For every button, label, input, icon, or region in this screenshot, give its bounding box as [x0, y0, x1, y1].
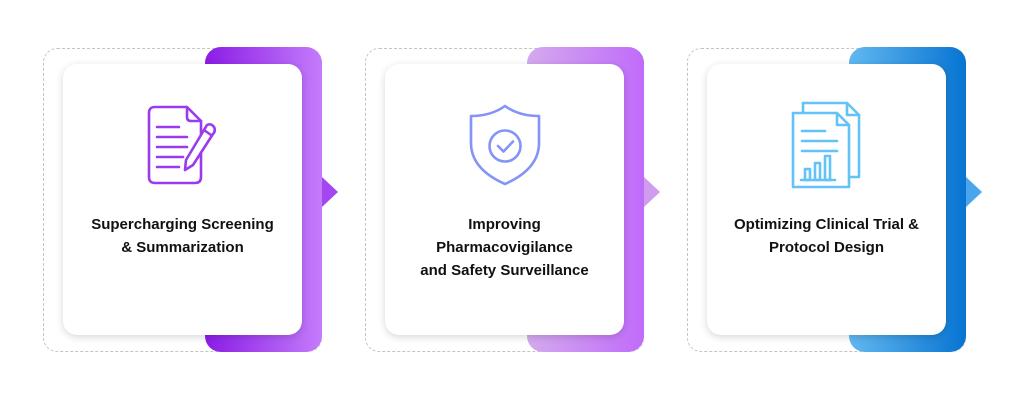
title-line: Supercharging Screening	[91, 216, 274, 233]
title-line: Improving	[468, 216, 541, 233]
arrow-right-icon	[322, 177, 338, 207]
content-card: Optimizing Clinical Trial & Protocol Des…	[707, 64, 946, 335]
content-card: Improving Pharmacovigilance and Safety S…	[385, 64, 624, 335]
step-card-screening: Supercharging Screening & Summarization	[43, 47, 343, 357]
title-line: and Safety Surveillance	[420, 262, 589, 279]
shield-check-icon	[465, 104, 545, 186]
arrow-right-icon	[644, 177, 660, 207]
step-card-pharmacovigilance: Improving Pharmacovigilance and Safety S…	[365, 47, 665, 357]
document-pencil-icon	[143, 104, 223, 186]
step-card-clinical-trial: Optimizing Clinical Trial & Protocol Des…	[687, 47, 987, 357]
documents-chart-icon	[787, 101, 867, 189]
title-line: Optimizing Clinical Trial &	[733, 216, 920, 233]
title-line: Pharmacovigilance	[436, 239, 573, 256]
step-title: Supercharging Screening & Summarization	[73, 213, 292, 259]
title-line: Protocol Design	[768, 239, 884, 256]
arrow-right-icon	[966, 177, 982, 207]
title-line: & Summarization	[121, 239, 244, 256]
step-title: Optimizing Clinical Trial & Protocol Des…	[717, 213, 936, 259]
content-card: Supercharging Screening & Summarization	[63, 64, 302, 335]
step-title: Improving Pharmacovigilance and Safety S…	[395, 213, 614, 282]
